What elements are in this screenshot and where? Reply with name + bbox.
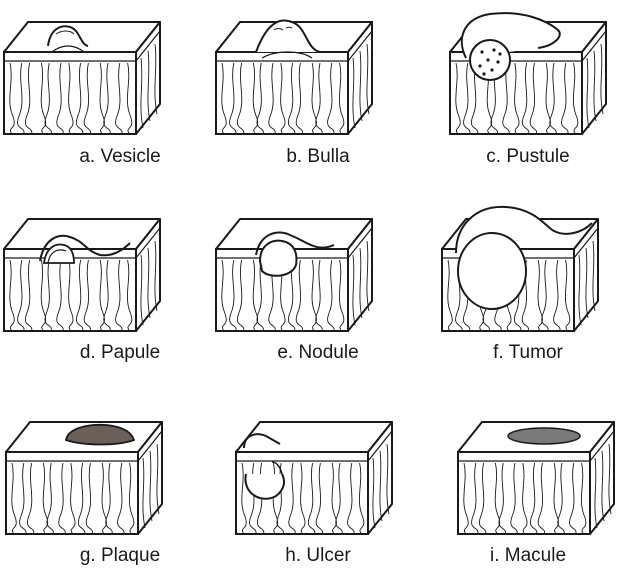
- label-pustule: c. Pustule: [428, 146, 628, 168]
- pustule-pus-dot: [482, 72, 485, 75]
- pustule-pus-dot: [480, 50, 483, 53]
- label-ulcer: h. Ulcer: [218, 545, 418, 567]
- pustule-pus-dot: [492, 48, 495, 51]
- vesicle-front-face: [4, 52, 136, 134]
- nodule-top-surface: [216, 219, 372, 249]
- pustule-pus-dot: [496, 60, 499, 63]
- pustule-pus-dot: [478, 64, 481, 67]
- label-tumor: f. Tumor: [428, 342, 628, 364]
- macule-spot: [508, 428, 580, 444]
- pustule-pus-sac: [470, 40, 510, 80]
- macule-block: [458, 422, 614, 534]
- label-macule: i. Macule: [428, 545, 628, 567]
- bulla-front-face: [216, 52, 348, 134]
- label-plaque: g. Plaque: [20, 545, 220, 567]
- bulla-block: [216, 20, 372, 134]
- tumor-mass: [458, 233, 526, 309]
- pustule-pus-dot: [486, 58, 489, 61]
- label-nodule: e. Nodule: [218, 342, 418, 364]
- label-papule: d. Papule: [20, 342, 220, 364]
- pustule-pus-dot: [498, 52, 501, 55]
- pustule-block: [450, 13, 606, 134]
- nodule-mass: [260, 241, 296, 276]
- papule-block: [4, 219, 160, 331]
- pustule-pus-dot: [490, 68, 493, 71]
- tumor-block: [442, 207, 598, 331]
- label-vesicle: a. Vesicle: [20, 146, 220, 168]
- plaque-block: [6, 422, 162, 534]
- vesicle-block: [4, 22, 160, 134]
- nodule-block: [216, 219, 372, 331]
- label-bulla: b. Bulla: [218, 146, 418, 168]
- ulcer-top-surface: [236, 422, 392, 452]
- ulcer-block: [236, 422, 392, 534]
- macule-front-face: [458, 452, 590, 534]
- vesicle-top-surface: [4, 22, 160, 52]
- plaque-front-face: [6, 452, 138, 534]
